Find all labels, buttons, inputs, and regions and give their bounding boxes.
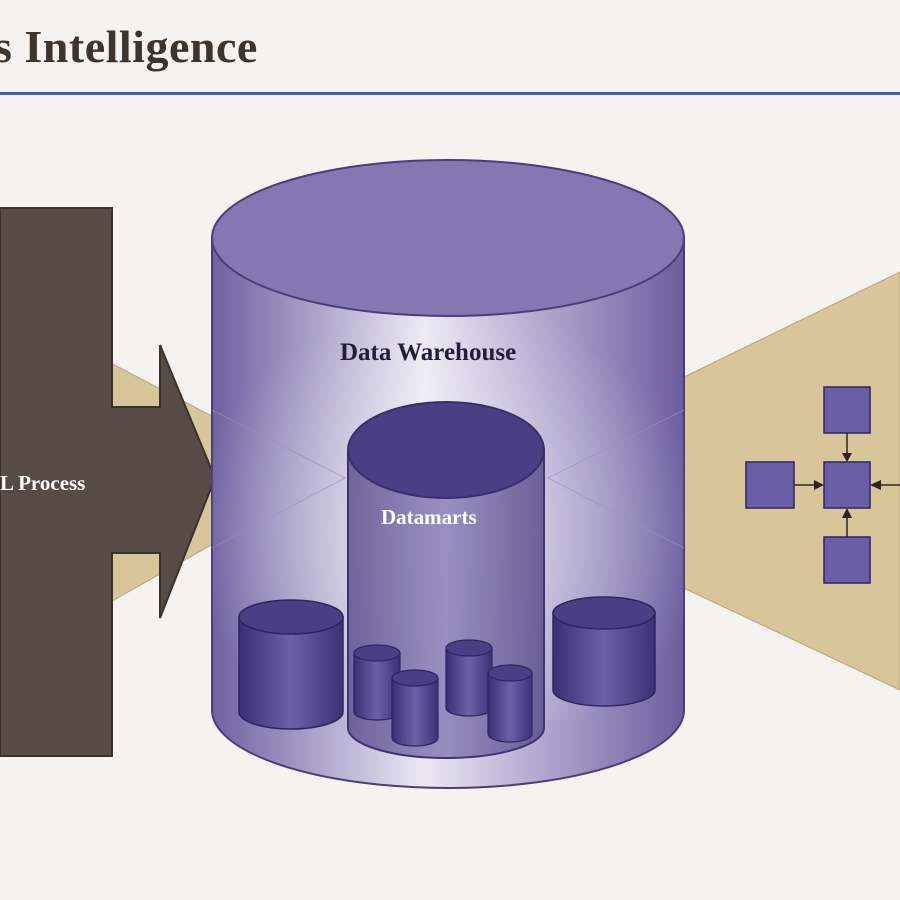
etl-process-label: L Process — [0, 471, 86, 495]
title-divider — [0, 92, 900, 95]
page-title: s Intelligence — [0, 21, 258, 72]
datamart-cylinder-icon — [487, 664, 533, 743]
datamart-cylinder-icon — [238, 599, 344, 730]
network-node-icon — [823, 461, 871, 509]
network-node-icon — [745, 461, 795, 509]
network-node-icon — [823, 386, 871, 434]
etl-arrow-shape — [0, 207, 217, 757]
data-warehouse-label: Data Warehouse — [340, 339, 517, 366]
datamart-cylinder-icon — [353, 644, 401, 721]
datamart-cylinder-icon — [445, 639, 493, 717]
datamart-cylinder-icon — [552, 596, 656, 707]
datamarts-label: Datamarts — [381, 505, 477, 529]
datamart-cylinder-icon — [391, 669, 439, 747]
network-node-icon — [823, 536, 871, 584]
network-diagram — [745, 386, 900, 584]
